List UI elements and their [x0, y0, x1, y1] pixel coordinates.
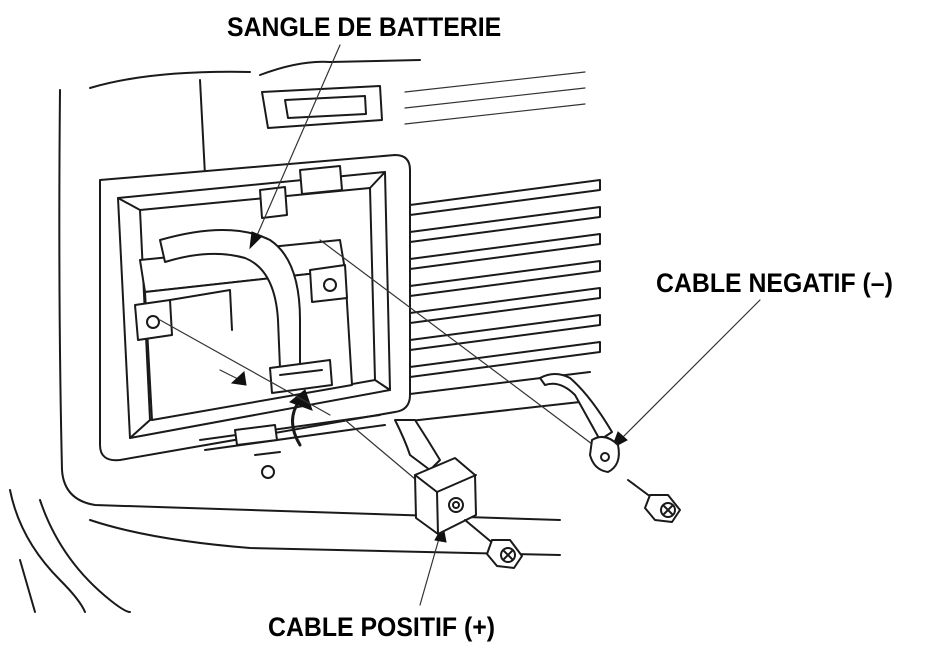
- leader-lines: [159, 44, 761, 606]
- vent-louvers: [404, 71, 601, 422]
- positive-bolt: [464, 519, 523, 569]
- negative-cable: [539, 373, 620, 473]
- battery-strap: [159, 229, 333, 394]
- generator-housing: [9, 59, 561, 613]
- negative-cable-label: CABLE NEGATIF (–): [656, 268, 893, 298]
- battery-strap-label: SANGLE DE BATTERIE: [227, 12, 502, 42]
- negative-bolt: [627, 479, 681, 523]
- positive-cable-label: CABLE POSITIF (+): [268, 612, 496, 642]
- hook-arrow: [288, 389, 313, 447]
- positive-cable: [394, 419, 477, 535]
